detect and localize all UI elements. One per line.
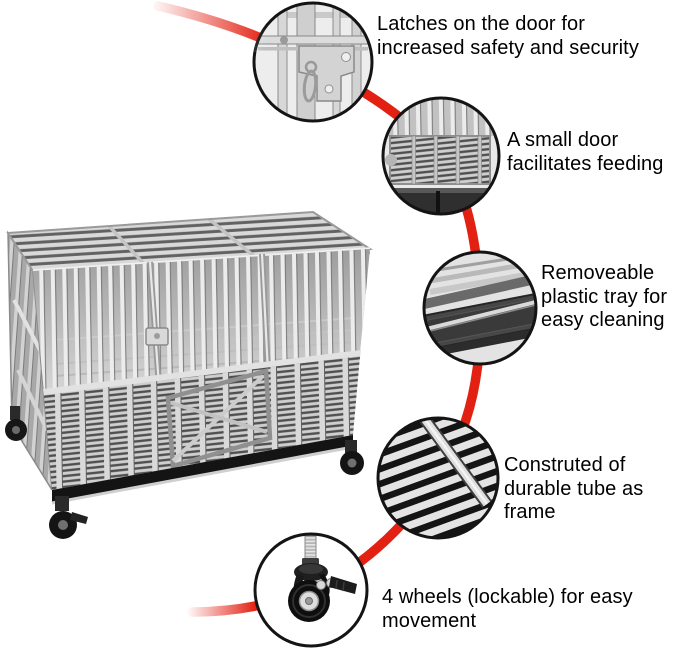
inset-circle-tray xyxy=(422,250,538,366)
inset-circle-caster-wheel xyxy=(253,532,369,648)
inset-circle-tube-frame xyxy=(376,416,500,540)
callout-text-feeding-door: A small door facilitates feeding xyxy=(507,129,664,175)
ribbon-fade-bottom xyxy=(178,584,256,630)
ribbon-fade-top xyxy=(140,0,268,52)
cage-caster-front-left xyxy=(49,496,88,539)
callout-text-tray: Removeable plastic tray for easy cleanin… xyxy=(541,262,668,332)
bottom-feeding-door xyxy=(165,368,273,469)
cage-photo xyxy=(5,210,374,539)
callout-text-frame: Construted of durable tube as frame xyxy=(504,454,644,524)
callout-text-latches: Latches on the door for increased safety… xyxy=(377,13,639,59)
cage-caster-right xyxy=(340,440,364,475)
inset-circle-latches xyxy=(252,1,374,123)
callout-text-wheels: 4 wheels (lockable) for easy movement xyxy=(382,586,633,632)
cage-caster-back-left xyxy=(5,406,27,441)
